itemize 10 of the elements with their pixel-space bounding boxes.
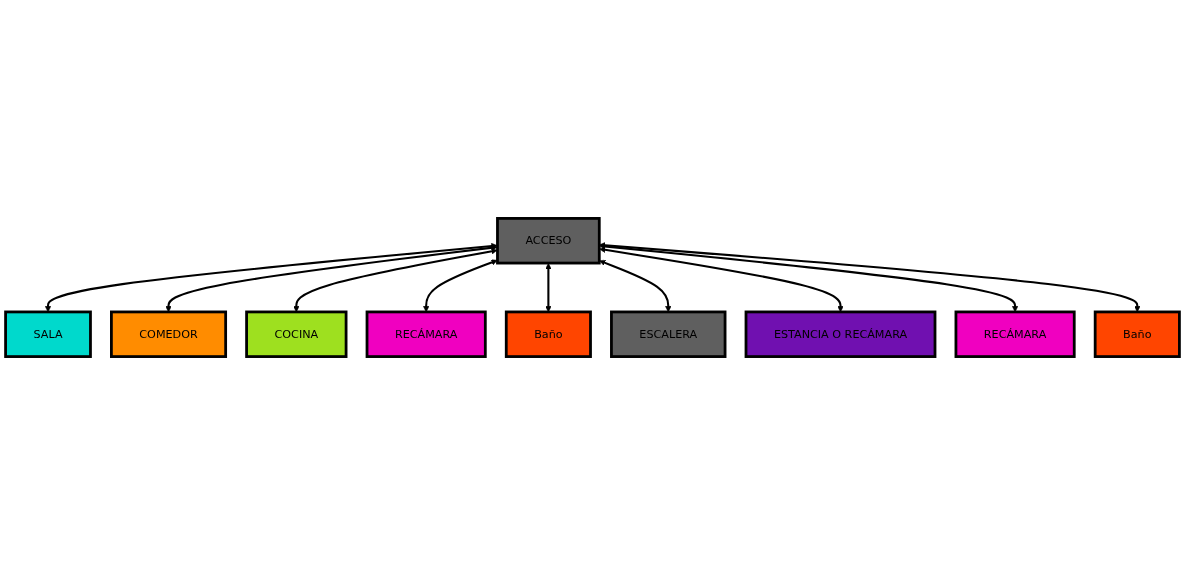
node-box: COCINA bbox=[245, 310, 348, 358]
node-box: ESCALERA bbox=[610, 310, 727, 358]
node-box: RECÁMARA bbox=[365, 310, 487, 358]
node-box: Baño bbox=[504, 310, 592, 358]
node-box: COMEDOR bbox=[110, 310, 228, 358]
node-box: ACCESO bbox=[496, 217, 601, 265]
node-box: SALA bbox=[4, 310, 92, 358]
node-box: RECÁMARA bbox=[954, 310, 1076, 358]
node-box: ESTANCIA O RECÁMARA bbox=[744, 310, 937, 358]
node-box: Baño bbox=[1093, 310, 1181, 358]
